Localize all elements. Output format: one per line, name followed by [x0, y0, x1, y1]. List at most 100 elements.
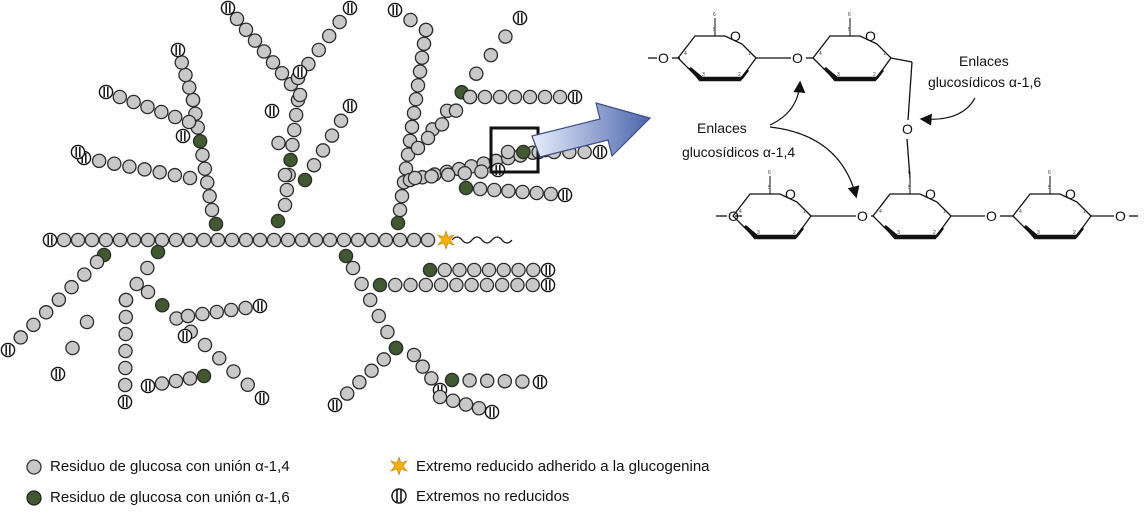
glucose-residue-a14	[152, 165, 167, 180]
glucose-residue-a16	[516, 144, 531, 160]
glucose-residue-a14	[522, 89, 538, 105]
glucose-residue-a14	[107, 156, 122, 171]
legend-item-a16: Residuo de glucosa con unión α-1,6	[26, 489, 290, 506]
glucose-residue-a14	[477, 89, 493, 105]
glucose-residue-a14	[238, 22, 254, 37]
glucose-residue-a14	[178, 67, 193, 83]
glucose-residue-a14	[380, 324, 395, 340]
glucose-residue-a16	[444, 372, 460, 388]
glucose-residue-a14	[180, 308, 196, 324]
glucose-residue-a16	[270, 213, 286, 229]
glucose-residue-a14	[311, 42, 327, 58]
glucose-residue-a14	[501, 183, 516, 199]
glucose-residue-a14	[458, 397, 474, 412]
non-reducing-end	[292, 64, 308, 80]
reducing-end	[437, 230, 455, 250]
svg-text:4: 4	[819, 51, 822, 57]
bond-16-label-line2: glucosídicos α-1,6	[928, 74, 1041, 90]
legend-item-nonreducing: Extremos no reducidos	[390, 487, 569, 505]
ring-oxygen: O	[865, 28, 876, 44]
glucose-residue-a14	[292, 87, 308, 103]
glucose-residue-a14	[112, 89, 128, 105]
glucose-residue-a14	[174, 55, 189, 70]
svg-text:4: 4	[739, 209, 742, 215]
glucose-residue-a14	[195, 306, 210, 322]
annotation-arrow-16	[919, 97, 976, 126]
glucose-residue-a14	[394, 188, 410, 204]
glucose-residue-a16	[283, 152, 298, 168]
glucose-residue-a16	[297, 172, 313, 188]
ring-oxygen: O	[785, 186, 796, 202]
glucose-residue-a14	[247, 33, 263, 48]
svg-text:2: 2	[873, 72, 876, 78]
glucose-residue-a14	[529, 185, 544, 201]
svg-text:1: 1	[943, 209, 946, 215]
glucose-residue-a16	[372, 277, 388, 293]
glucose-residue-a14	[410, 78, 426, 93]
glucose-residue-a14	[494, 277, 510, 293]
non-reducing-end	[532, 374, 548, 390]
glycogen-branch-tree	[0, 0, 608, 420]
glucose-residue-a14	[182, 170, 198, 186]
glucose-residue-a14	[140, 284, 156, 300]
non-reducing-end	[327, 397, 343, 413]
glucose-residue-a14	[350, 232, 366, 248]
glucose-residue-a14	[492, 89, 508, 105]
glucose-residue-a14	[449, 277, 464, 293]
non-reducing-end	[0, 342, 16, 358]
glucose-residue-a14	[462, 373, 477, 388]
glucose-residue-a14	[424, 371, 439, 386]
glucose-residue-a14	[118, 309, 134, 325]
glucose-residue-a14	[332, 14, 347, 30]
non-reducing-end	[175, 128, 191, 144]
glucose-residue-a14	[464, 277, 479, 293]
ring-oxygen: O	[1065, 186, 1076, 202]
glucose-residue-a14	[238, 232, 254, 248]
glucose-residue-a14	[209, 304, 225, 320]
svg-text:2: 2	[1073, 230, 1076, 236]
glucose-residue-a14	[202, 188, 217, 204]
glucose-residue-a14	[294, 232, 310, 248]
glucose-residue-a14	[498, 29, 513, 44]
svg-text:2: 2	[738, 72, 741, 78]
svg-text:6: 6	[1048, 170, 1051, 176]
glucose-residue-a14	[437, 262, 452, 278]
non-reducing-end	[567, 89, 583, 105]
glucose-residue-a14	[126, 94, 141, 110]
glucose-residue-a14	[195, 147, 210, 163]
svg-text:5: 5	[908, 185, 911, 191]
glucose-residue-a14	[364, 363, 379, 379]
glucose-residue-a14	[403, 12, 418, 28]
non-reducing-end	[342, 98, 358, 114]
glucose-residue-a14	[265, 55, 281, 70]
glucose-residue-a14	[481, 262, 497, 278]
oxygen-a14-top: O	[792, 50, 803, 66]
glucose-residue-a14	[511, 262, 526, 278]
glucose-residue-a14	[371, 308, 387, 324]
glucose-residue-a14	[154, 232, 170, 248]
glucose-residue-a14	[352, 374, 367, 390]
glucose-residue-a14	[432, 389, 448, 405]
legend-label-a16: Residuo de glucosa con unión α-1,6	[50, 489, 290, 506]
svg-text:3: 3	[897, 230, 900, 236]
glucose-residue-a14	[204, 202, 220, 218]
glucose-residue-a14	[38, 305, 54, 320]
glucose-residue-a14	[274, 66, 290, 81]
svg-text:2: 2	[793, 230, 796, 236]
legend-label-a14: Residuo de glucosa con unión α-1,4	[50, 458, 290, 475]
glucose-residue-a14	[496, 262, 511, 278]
glucose-residue-a14	[457, 165, 473, 181]
glucose-residue-a14	[471, 400, 487, 416]
glucose-residue-a14	[448, 103, 464, 118]
svg-text:5: 5	[848, 27, 851, 33]
glucose-residue-a14	[287, 122, 302, 138]
glucose-residue-a16	[196, 368, 212, 384]
svg-text:3: 3	[1037, 230, 1040, 236]
oxygen-a14-bottom-1: O	[857, 208, 868, 224]
glucose-residue-a14	[154, 104, 169, 120]
oxygen-a16: O	[902, 121, 913, 137]
bond-14-label-line1: Enlaces	[697, 120, 747, 136]
glucose-residue-a14	[487, 182, 502, 198]
glucose-residue-a14	[64, 279, 79, 295]
glucose-residue-a14	[89, 254, 105, 270]
